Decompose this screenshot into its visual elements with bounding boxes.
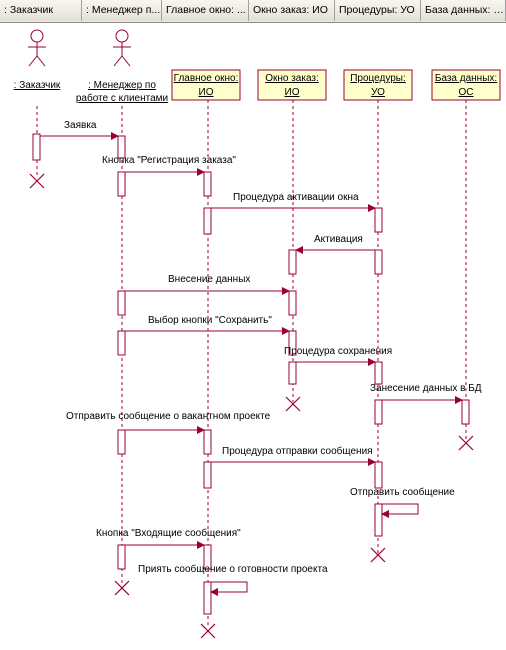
message-label-12: Кнопка "Входящие сообщения" [96,527,241,539]
object-database-line2: ОС [459,87,474,98]
activation-manager-6 [117,544,126,570]
activation-order-window-1 [288,249,297,275]
activation-main-window-4 [203,461,212,489]
object-order-window-line1: Окно заказ: [265,73,319,84]
destroy-customer [29,173,45,189]
activation-main-window-5 [203,544,212,570]
object-procedures-line2: УО [371,87,385,98]
message-label-4: Активация [314,234,363,245]
message-label-13: Приять сообщение о готовности проекта [138,563,328,575]
activation-procedures-3 [374,361,383,385]
object-procedures-line1: Процедуры: [350,73,406,84]
activation-customer-1 [32,133,41,161]
message-label-7: Процедура сохранения [284,346,392,357]
column-header-main-window[interactable]: Главное окно: ... [162,0,249,21]
activation-manager-3 [117,290,126,316]
destroy-manager [114,580,130,596]
destroy-database [458,435,474,451]
destroy-procedures [370,547,386,563]
destroy-order-window [285,396,301,412]
message-arrow-13-self[interactable] [210,581,248,596]
activation-main-window-1 [203,171,212,197]
column-header-procedures[interactable]: Процедуры: УО [335,0,421,21]
destroy-main-window [200,623,216,639]
activation-manager-2 [117,171,126,197]
message-label-5: Внесение данных [168,274,250,285]
activation-main-window-2 [203,207,212,235]
message-label-9: Отправить сообщение о вакантном проекте [66,410,271,422]
object-order-window[interactable]: Окно заказ: ИО [257,69,327,101]
message-label-3: Процедура активации окна [233,192,359,203]
actor-manager-label-line1: : Менеджер по [88,80,156,91]
actor-customer[interactable]: : Заказчик [14,29,61,91]
activation-order-window-4 [288,361,297,385]
activation-manager-4 [117,330,126,356]
object-main-window[interactable]: Главное окно: ИО [171,69,241,101]
object-main-window-line1: Главное окно: [174,73,239,84]
message-label-10: Процедура отправки сообщения [222,445,373,457]
activation-order-window-3 [288,330,297,356]
message-arrow-11-self[interactable] [381,503,419,518]
message-label-11: Отправить сообщение [350,486,455,498]
activation-database-1 [461,399,470,425]
actor-manager-label-line2: работе с клиентами [76,92,168,104]
activation-procedures-4 [374,399,383,425]
object-database[interactable]: База данных: ОС [431,69,501,101]
message-label-6: Выбор кнопки "Сохранить" [148,314,272,326]
activation-manager-5 [117,429,126,455]
object-order-window-line2: ИО [285,87,300,98]
column-header-customer[interactable]: : Заказчик [0,0,82,21]
activation-main-window-6 [203,581,212,615]
activation-manager-1 [117,135,126,159]
activation-procedures-6 [374,503,383,537]
column-header-manager[interactable]: : Менеджер п... [82,0,162,21]
message-label-8: Занесение данных в БД [370,383,482,394]
object-main-window-line2: ИО [199,87,214,98]
activation-main-window-3 [203,429,212,455]
column-header-order-window[interactable]: Окно заказ: ИО [249,0,335,21]
object-procedures[interactable]: Процедуры: УО [343,69,413,101]
object-database-line1: База данных: [435,73,497,84]
message-label-2: Кнопка "Регистрация заказа" [102,155,236,166]
actor-manager[interactable]: : Менеджер по работе с клиентами [76,29,168,104]
activation-procedures-5 [374,461,383,489]
message-label-1: Заявка [64,120,97,131]
actor-customer-label: : Заказчик [14,80,61,91]
activation-procedures-1 [374,207,383,233]
activation-procedures-2 [374,249,383,275]
column-header-bar: : Заказчик : Менеджер п... Главное окно:… [0,0,506,23]
activation-order-window-2 [288,290,297,316]
